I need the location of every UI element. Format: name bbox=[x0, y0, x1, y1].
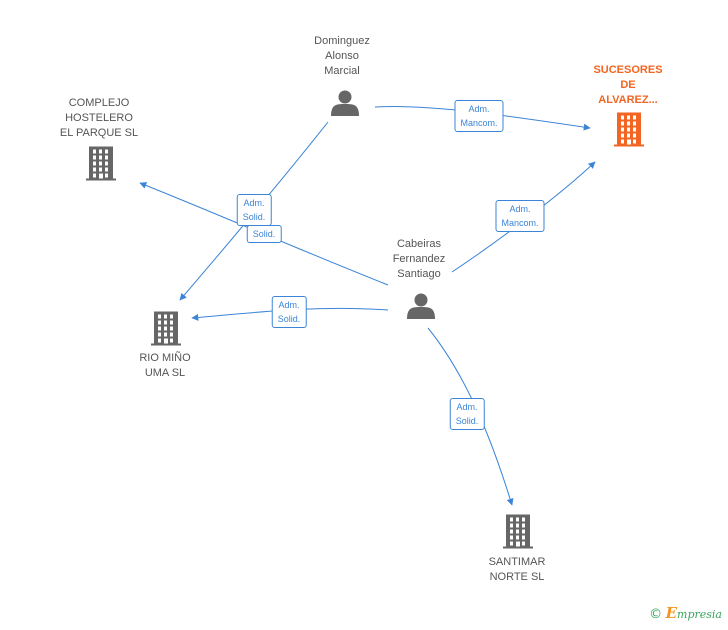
edge-label-cabeiras-complejo[interactable]: Solid. bbox=[246, 225, 282, 243]
node-label-complejo[interactable]: COMPLEJO HOSTELERO EL PARQUE SL bbox=[59, 97, 139, 139]
building-icon-sucesores[interactable] bbox=[614, 112, 644, 147]
copyright-symbol: © bbox=[649, 607, 663, 622]
person-icon-cabeiras[interactable] bbox=[407, 293, 435, 320]
building-icon-riomino[interactable] bbox=[151, 311, 181, 346]
edge-label-cabeiras-riomino[interactable]: Adm. Solid. bbox=[271, 296, 307, 328]
building-icon-santimar[interactable] bbox=[503, 514, 533, 549]
edge-label-dominguez-riomino[interactable]: Adm. Solid. bbox=[236, 194, 272, 226]
node-label-dominguez[interactable]: Dominguez Alonso Marcial bbox=[314, 35, 370, 77]
edge-label-cabeiras-sucesores[interactable]: Adm. Mancom. bbox=[495, 200, 545, 232]
edge-label-dominguez-sucesores[interactable]: Adm. Mancom. bbox=[454, 100, 504, 132]
nodes-layer bbox=[86, 90, 644, 549]
node-label-sucesores[interactable]: SUCESORES DE ALVAREZ... bbox=[593, 64, 663, 106]
edge-label-cabeiras-santimar[interactable]: Adm. Solid. bbox=[449, 398, 485, 430]
edges-layer bbox=[139, 106, 596, 506]
node-label-riomino[interactable]: RIO MIÑO UMA SL bbox=[139, 352, 191, 379]
brand-name: mpresia bbox=[677, 608, 722, 621]
node-label-cabeiras[interactable]: Cabeiras Fernandez Santiago bbox=[392, 238, 446, 280]
person-icon-dominguez[interactable] bbox=[331, 90, 359, 117]
brand-initial: E bbox=[665, 604, 678, 622]
building-icon-complejo[interactable] bbox=[86, 146, 116, 181]
footer-brand: © Empresia bbox=[649, 604, 722, 622]
node-label-santimar[interactable]: SANTIMAR NORTE SL bbox=[488, 556, 546, 583]
